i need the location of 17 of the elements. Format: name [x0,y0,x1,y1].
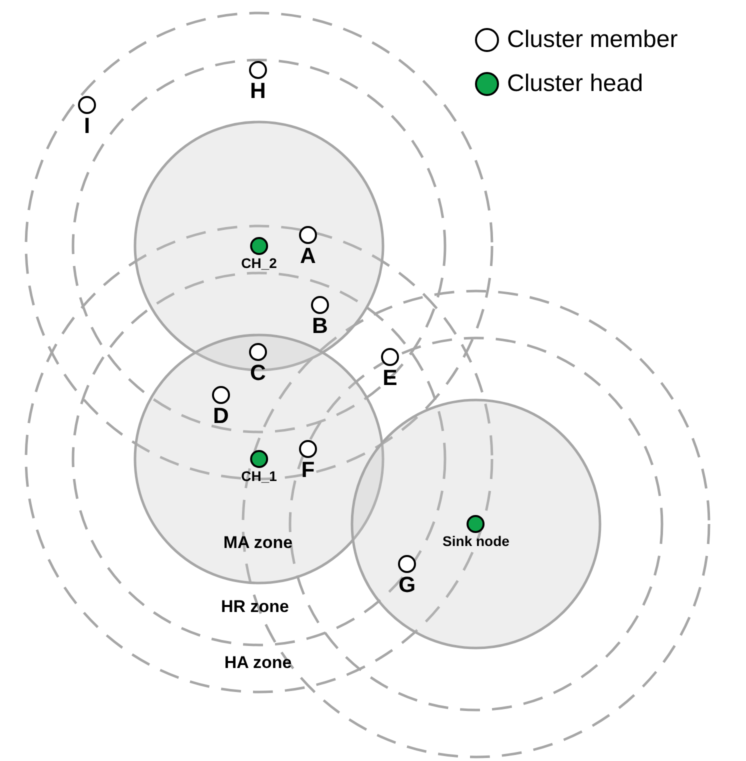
node-label: E [382,367,398,389]
node-label: B [312,315,328,337]
node-label: CH_1 [241,469,277,483]
legend-label: Cluster head [507,70,644,98]
zone-label: MA zone [223,533,293,553]
node-label: H [250,80,266,102]
node-label: Sink node [442,534,510,548]
node-label: G [398,574,416,596]
node-label: A [300,245,316,267]
node-label: D [213,405,229,427]
node-label: CH_2 [241,256,277,270]
legend-label: Cluster member [507,26,678,54]
zone-label: HR zone [221,597,289,617]
zone-label: HA zone [224,653,292,673]
node-label: F [301,459,315,481]
node-label: C [250,362,266,384]
node-label: I [84,115,90,137]
